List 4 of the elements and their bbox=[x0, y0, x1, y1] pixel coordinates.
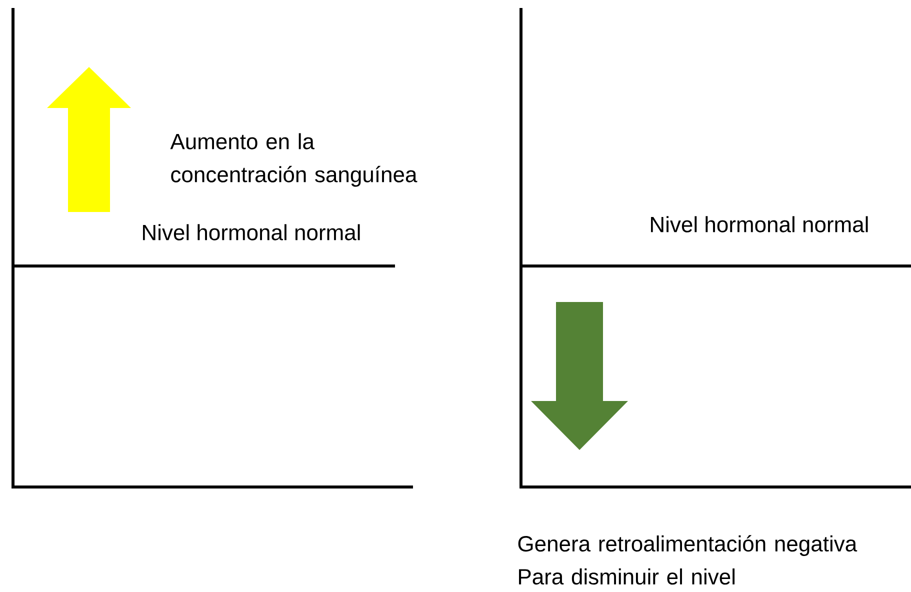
label: Nivel hormonal normal bbox=[143, 224, 360, 240]
label: Nivel hormonal normal bbox=[651, 216, 868, 232]
label: Genera retroalimentación negativa Para disminuir el nivel bbox=[518, 535, 858, 585]
label: Aumento en la concentración sanguínea bbox=[170, 133, 418, 187]
